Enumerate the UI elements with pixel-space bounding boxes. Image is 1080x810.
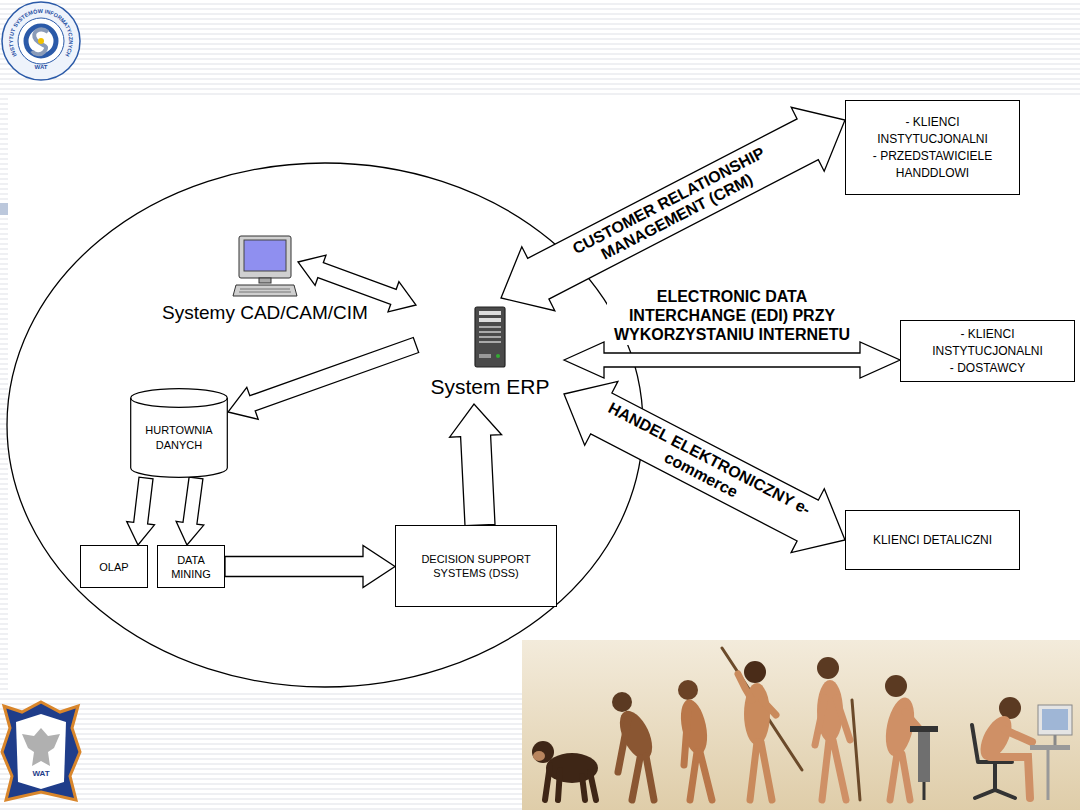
wat-emblem bbox=[16, 714, 66, 789]
wat-emblem bbox=[22, 728, 60, 766]
block-arrow bbox=[176, 477, 204, 545]
institute-logo bbox=[2, 2, 80, 80]
client-label: - KLIENCI INSTYTUCJONALNI bbox=[911, 326, 1064, 360]
block-arrow bbox=[501, 107, 845, 310]
institute-logo bbox=[38, 38, 44, 44]
institute-logo: INSTYTUT SYSTEMÓW INFORMATYCZNYCH bbox=[2, 2, 80, 80]
logo-arc-text: INSTYTUT SYSTEMÓW INFORMATYCZNYCH bbox=[8, 7, 74, 58]
client-label: - PRZEDSTAWICIELE HANDDLOWI bbox=[856, 148, 1009, 182]
chimp-figure bbox=[533, 751, 545, 761]
computer-user-figure bbox=[1042, 709, 1068, 730]
client-label: KLIENCI DETALICZNI bbox=[873, 532, 992, 549]
box-label: DATA MINING bbox=[162, 553, 220, 581]
hominid-figure bbox=[676, 697, 711, 757]
flow-label: ELECTRONIC DATA INTERCHANGE (EDI) PRZY W… bbox=[607, 286, 857, 345]
block-arrow bbox=[450, 404, 502, 526]
data-mining-box: DATA MINING bbox=[157, 545, 225, 588]
man-figure bbox=[815, 698, 850, 800]
dss-box: DECISION SUPPORT SYSTEMS (DSS) bbox=[395, 525, 557, 607]
worker-figure bbox=[923, 782, 926, 800]
system-caption: Systemy CAD/CAM/CIM bbox=[162, 302, 368, 324]
wat-emblem bbox=[2, 702, 80, 800]
computer-user-figure bbox=[1038, 705, 1072, 735]
enterprise-boundary bbox=[7, 163, 643, 687]
worker-figure bbox=[910, 726, 938, 732]
institute-logo bbox=[26, 26, 56, 56]
institute-logo bbox=[32, 30, 48, 55]
worker-figure bbox=[885, 675, 907, 697]
computer-user-figure bbox=[1030, 745, 1070, 750]
man-figure bbox=[852, 700, 860, 800]
block-arrow bbox=[564, 381, 845, 552]
man-figure bbox=[815, 657, 860, 800]
hunter-figure bbox=[744, 661, 766, 683]
hunter-figure bbox=[722, 648, 802, 800]
man-figure bbox=[817, 657, 839, 679]
computer-user-figure bbox=[999, 697, 1021, 719]
client-box: - KLIENCI INSTYTUCJONALNI- DOSTAWCY bbox=[900, 320, 1075, 382]
computer-user-figure bbox=[990, 730, 1032, 798]
logo-text: WAT bbox=[31, 64, 51, 70]
client-label: - KLIENCI INSTYTUCJONALNI bbox=[856, 114, 1009, 148]
computer-user-figure bbox=[1054, 735, 1057, 745]
hominid-figure bbox=[684, 712, 712, 800]
hunter-figure bbox=[738, 674, 776, 800]
chimp-figure bbox=[532, 741, 598, 800]
server-icon bbox=[474, 306, 506, 368]
box-label: OLAP bbox=[99, 560, 128, 574]
white-panel bbox=[8, 98, 1080, 690]
computer-user-figure bbox=[1047, 750, 1050, 800]
hominid-figure bbox=[676, 680, 712, 800]
system-caption: System ERP bbox=[416, 375, 564, 399]
institute-logo bbox=[18, 18, 64, 64]
client-label: - DOSTAWCY bbox=[950, 360, 1025, 377]
erp-server: System ERP bbox=[416, 298, 564, 404]
block-arrow bbox=[228, 338, 419, 420]
chimp-figure bbox=[545, 765, 596, 800]
evolution-illustration bbox=[522, 640, 1080, 810]
hominid-figure bbox=[678, 680, 698, 700]
evolution-illustration bbox=[522, 640, 1080, 810]
chimp-figure bbox=[532, 741, 554, 763]
worker-figure bbox=[918, 730, 930, 782]
block-arrow bbox=[127, 477, 155, 545]
worker-figure bbox=[881, 675, 938, 800]
data-warehouse: HURTOWNIA DANYCH bbox=[130, 388, 228, 478]
logo-arc-text: INSTYTUT SYSTEMÓW INFORMATYCZNYCH bbox=[8, 7, 74, 58]
box-label: DECISION SUPPORT SYSTEMS (DSS) bbox=[417, 552, 535, 580]
logo-text: WAT bbox=[24, 769, 58, 778]
wat-emblem bbox=[2, 702, 80, 800]
client-box: KLIENCI DETALICZNI bbox=[845, 510, 1020, 570]
client-box: - KLIENCI INSTYTUCJONALNI- PRZEDSTAWICIE… bbox=[845, 100, 1020, 195]
ape-figure bbox=[612, 692, 659, 800]
cad-workstation: Systemy CAD/CAM/CIM bbox=[232, 235, 298, 298]
ape-figure bbox=[618, 720, 654, 800]
warehouse-label: HURTOWNIA DANYCH bbox=[139, 423, 219, 453]
computer-user-figure bbox=[972, 697, 1072, 800]
block-arrow bbox=[564, 342, 900, 378]
block-arrow bbox=[225, 546, 395, 588]
side-marker bbox=[0, 203, 8, 215]
ape-figure bbox=[612, 692, 632, 712]
olap-box: OLAP bbox=[80, 545, 148, 588]
computer-icon bbox=[232, 235, 298, 298]
